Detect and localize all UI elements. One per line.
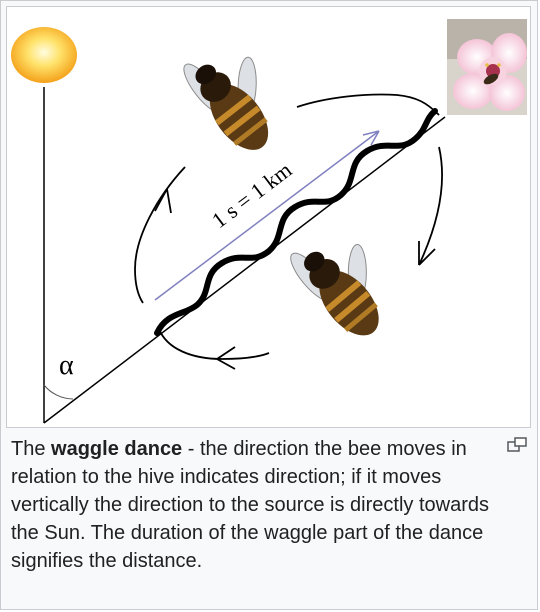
waggle-run-line — [154, 130, 380, 301]
waggle-dance-figure[interactable]: α 1 s = 1 km — [6, 6, 531, 428]
sun-icon — [11, 27, 77, 83]
waggle-run-arrowhead — [362, 130, 380, 146]
caption-body: - the direction the bee moves in relatio… — [11, 438, 489, 572]
waggle-dance-diagram: α 1 s = 1 km — [11, 19, 527, 424]
enlarge-icon[interactable] — [507, 437, 527, 453]
arrow-left — [154, 188, 172, 214]
figure-caption: The waggle dance - the direction the bee… — [11, 435, 516, 575]
angle-label: α — [59, 350, 74, 381]
arrow-bottom — [216, 346, 236, 370]
return-loop-top — [296, 93, 440, 116]
angle-arc — [43, 384, 74, 400]
bee-icon — [290, 243, 379, 336]
waggle-path — [154, 108, 438, 336]
flower-photo — [447, 19, 527, 115]
return-loop-bottom — [158, 328, 270, 360]
caption-title-link[interactable]: waggle dance — [51, 438, 183, 460]
return-loop-right — [418, 146, 443, 266]
arrow-right — [418, 241, 436, 266]
bee-icon — [183, 56, 269, 150]
caption-prefix: The — [11, 438, 52, 460]
direction-line — [43, 116, 446, 424]
